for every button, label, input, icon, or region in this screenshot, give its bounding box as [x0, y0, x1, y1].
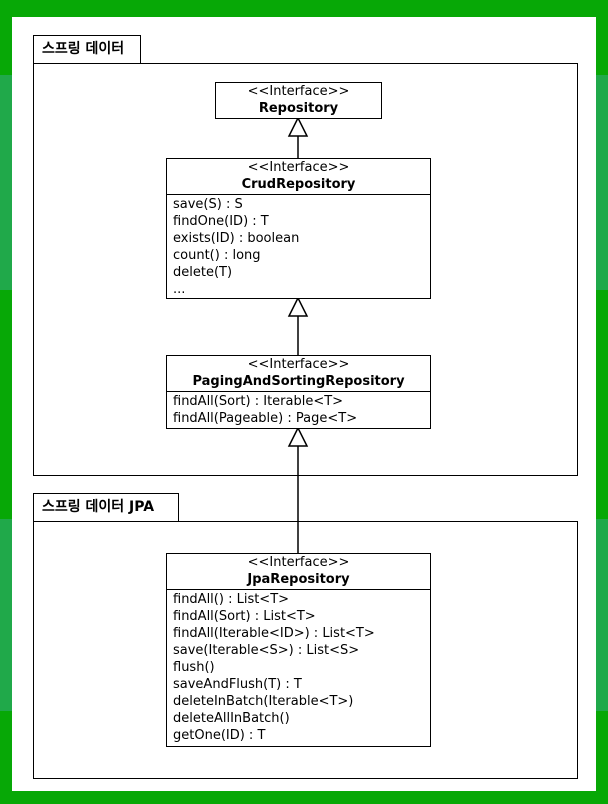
class-header: <<Interface>> Repository: [216, 83, 381, 118]
operation: getOne(ID) : T: [173, 728, 266, 743]
stereotype-label: <<Interface>>: [247, 160, 350, 175]
generalization-arrowhead-repository: [287, 116, 309, 137]
operation: delete(T): [173, 265, 233, 280]
class-header: <<Interface>> JpaRepository: [167, 554, 430, 590]
class-header: <<Interface>> PagingAndSortingRepository: [167, 356, 430, 392]
operation: exists(ID) : boolean: [173, 231, 300, 246]
generalization-arrowhead-crud: [287, 296, 309, 317]
class-name: JpaRepository: [247, 572, 350, 587]
operation: saveAndFlush(T) : T: [173, 677, 302, 692]
operation: findAll(Iterable<ID>) : List<T>: [173, 626, 375, 641]
class-jpa-repository: <<Interface>> JpaRepository findAll() : …: [166, 553, 431, 747]
operation: findAll(Sort) : Iterable<T>: [173, 394, 344, 409]
class-name: CrudRepository: [241, 177, 356, 192]
operation: save(Iterable<S>) : List<S>: [173, 643, 360, 658]
operation: findOne(ID) : T: [173, 214, 269, 229]
operation: deleteInBatch(Iterable<T>): [173, 694, 354, 709]
operation: count() : long: [173, 248, 261, 263]
operation: ...: [173, 282, 186, 297]
class-crud-repository: <<Interface>> CrudRepository save(S) : S…: [166, 158, 431, 299]
class-paging-and-sorting-repository: <<Interface>> PagingAndSortingRepository…: [166, 355, 431, 429]
operation: flush(): [173, 660, 215, 675]
operations-list: findAll(Sort) : Iterable<T> findAll(Page…: [167, 392, 430, 427]
operation: findAll(Sort) : List<T>: [173, 609, 316, 624]
operation: findAll() : List<T>: [173, 592, 290, 607]
operations-list: save(S) : S findOne(ID) : T exists(ID) :…: [167, 195, 430, 298]
class-name: PagingAndSortingRepository: [192, 374, 405, 389]
operation: findAll(Pageable) : Page<T>: [173, 411, 358, 426]
operations-list: findAll() : List<T> findAll(Sort) : List…: [167, 590, 430, 744]
class-name: Repository: [258, 101, 339, 116]
class-header: <<Interface>> CrudRepository: [167, 159, 430, 195]
operation: deleteAllInBatch(): [173, 711, 290, 726]
generalization-arrowhead-paging: [287, 426, 309, 447]
stereotype-label: <<Interface>>: [247, 555, 350, 570]
stereotype-label: <<Interface>>: [247, 357, 350, 372]
class-repository: <<Interface>> Repository: [215, 82, 382, 119]
stereotype-label: <<Interface>>: [247, 84, 350, 99]
operation: save(S) : S: [173, 197, 243, 212]
